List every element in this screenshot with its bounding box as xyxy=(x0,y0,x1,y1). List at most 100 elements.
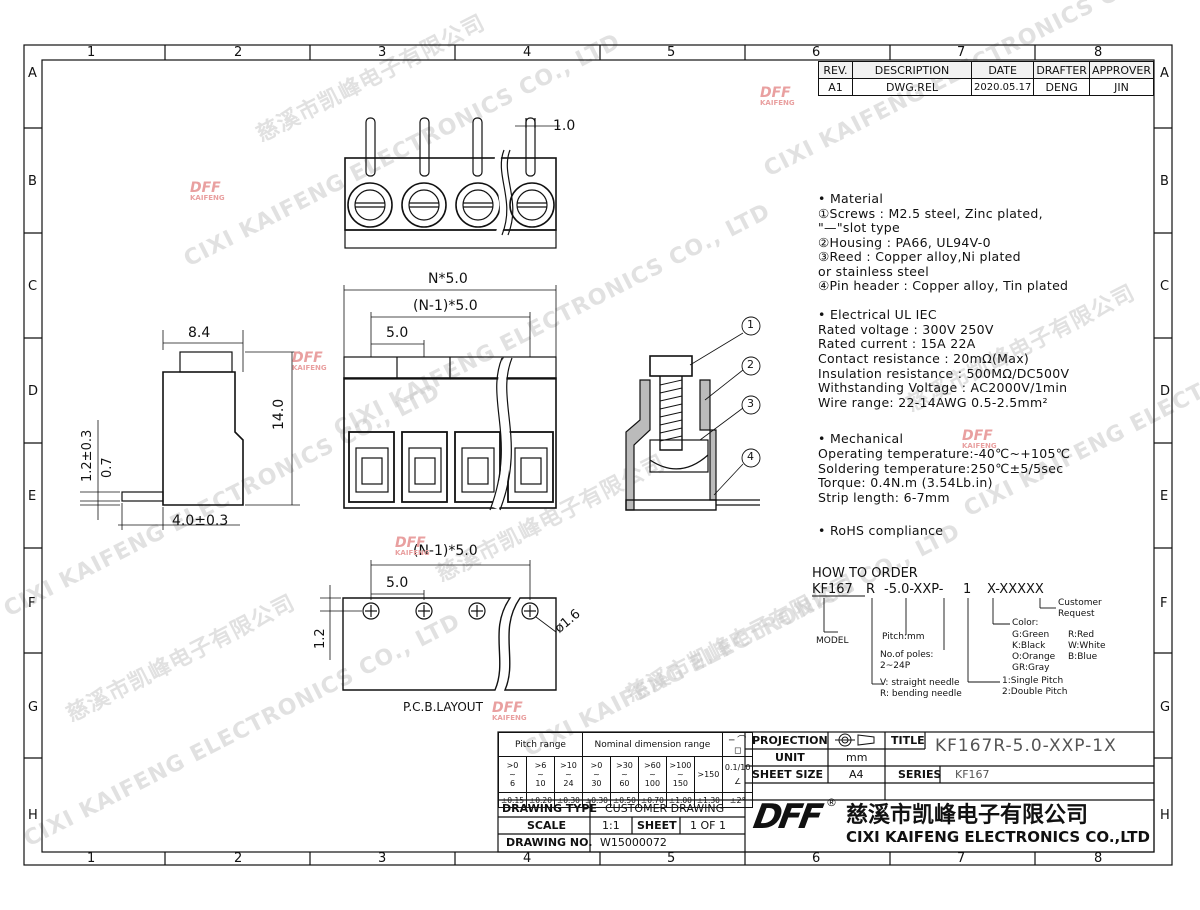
company-name-cn: 慈溪市凯峰电子有限公司 xyxy=(846,803,1089,828)
column-label: 7 xyxy=(957,45,966,60)
front-view xyxy=(343,285,557,511)
spec-line: Rated voltage : 300V 250V xyxy=(818,322,994,337)
revision-header-row: REV. DESCRIPTION DATE DRAFTER APPROVER xyxy=(818,61,1155,79)
order-needle: R: bending needle xyxy=(880,689,962,699)
callout-number: 2 xyxy=(747,358,754,371)
dim-front-pitch: 5.0 xyxy=(386,325,409,341)
column-label: 2 xyxy=(234,851,243,866)
range-lo: 100 xyxy=(644,779,661,788)
column-label: 8 xyxy=(1094,45,1103,60)
watermark-logo-sub: KAIFENG xyxy=(190,194,225,202)
dim-pcb-pitch: 5.0 xyxy=(386,575,409,591)
title-label: TITLE xyxy=(891,734,925,747)
spec-line: Insulation resistance : 500MΩ/DC500V xyxy=(818,366,1070,381)
range-lo: 60 xyxy=(619,779,630,788)
row-label: E xyxy=(1160,489,1169,504)
dim-side-width: 8.4 xyxy=(188,325,211,341)
order-code-part: KF167 xyxy=(812,582,853,597)
watermark-logo-sub: KAIFENG xyxy=(395,549,430,557)
column-label: 1 xyxy=(87,45,96,60)
spec-line: Contact resistance : 20mΩ(Max) xyxy=(818,351,1030,366)
order-customer: Request xyxy=(1058,609,1095,619)
row-label: A xyxy=(28,66,37,81)
order-needle: V: straight needle xyxy=(880,678,960,688)
revision-header: DESCRIPTION xyxy=(851,61,973,79)
tolerance-value: ±0.50 xyxy=(609,792,639,808)
dim-pin-thickness: 0.7 xyxy=(100,457,115,478)
tolerance-table: Pitch range Nominal dimension range ─ ⌒ … xyxy=(498,732,754,808)
spec-line: ③Reed : Copper alloy,Ni plated xyxy=(818,249,1021,264)
drawing-type-label: DRAWING TYPE xyxy=(502,802,597,815)
range-over: >150 xyxy=(693,756,723,793)
column-label: 3 xyxy=(378,851,387,866)
watermark-logo: DFF xyxy=(492,700,523,716)
range-lo: 10 xyxy=(535,779,546,788)
watermark-logo-sub: KAIFENG xyxy=(492,714,527,722)
spec-rohs: • RoHS compliance xyxy=(818,523,944,538)
row-label: A xyxy=(1160,66,1169,81)
range-hi: >100 xyxy=(669,761,692,770)
order-color: W:White xyxy=(1068,641,1106,651)
tolerance-title: Pitch range xyxy=(498,732,583,757)
spec-line: Torque: 0.4N.m (3.54Lb.in) xyxy=(818,475,993,490)
dim-front-inner: (N-1)*5.0 xyxy=(413,298,478,314)
drawing-no-label: DRAWING NO. xyxy=(506,836,593,849)
dim-front-total: N*5.0 xyxy=(428,271,468,287)
drawing-title: KF167R-5.0-XXP-1X xyxy=(935,736,1117,756)
range-hi: >10 xyxy=(560,761,577,770)
revision-row: A1 DWG.REL 2020.05.17 DENG JIN xyxy=(818,78,1155,96)
tolerance-value: ±0.70 xyxy=(637,792,667,808)
column-label: 8 xyxy=(1094,851,1103,866)
column-label: 1 xyxy=(87,851,96,866)
column-label: 2 xyxy=(234,45,243,60)
callout-number: 4 xyxy=(747,450,754,463)
spec-line: Strip length: 6-7mm xyxy=(818,490,950,505)
range-hi: >0 xyxy=(590,761,603,770)
row-label: E xyxy=(28,489,37,504)
watermark-logo: DFF xyxy=(962,428,993,444)
side-view xyxy=(80,330,300,530)
spec-line: Withstanding Voltage : AC2000V/1min xyxy=(818,380,1068,395)
unit-value: mm xyxy=(846,751,868,764)
range-lo: 24 xyxy=(563,779,574,788)
projection-label: PROJECTION xyxy=(752,734,828,747)
order-code-part: X-XXXXX xyxy=(987,582,1044,597)
revision-cell: A1 xyxy=(818,78,853,96)
top-view xyxy=(344,117,560,249)
drawing-type-value: CUSTOMER DRAWING xyxy=(605,802,725,815)
tolerance-title-row: Pitch range Nominal dimension range ─ ⌒ … xyxy=(498,732,754,757)
revision-header: DATE xyxy=(971,61,1035,79)
order-code-part: R xyxy=(866,582,876,597)
column-label: 4 xyxy=(523,45,532,60)
row-label: H xyxy=(28,808,38,823)
tolerance-angle: ±2° xyxy=(721,792,754,808)
row-label: F xyxy=(28,596,36,611)
range-lo: 30 xyxy=(591,779,602,788)
column-ticks xyxy=(24,45,1172,865)
dim-pin-offset: 1.2±0.3 xyxy=(80,429,95,482)
series-label: SERIES xyxy=(898,768,942,781)
scale-value: 1:1 xyxy=(602,819,620,832)
row-label: D xyxy=(28,384,39,399)
tolerance-title: Nominal dimension range xyxy=(581,732,723,757)
registered-mark: ® xyxy=(826,796,837,809)
sheet-value: 1 OF 1 xyxy=(690,819,726,832)
spec-line: ①Screws : M2.5 steel, Zinc plated, xyxy=(818,206,1043,221)
dim-pin-length: 4.0±0.3 xyxy=(172,513,229,529)
callout-number: 1 xyxy=(747,318,754,331)
column-label: 5 xyxy=(667,45,676,60)
order-customer: Customer xyxy=(1058,598,1102,608)
spec-line: • Material xyxy=(818,191,884,206)
company-logo: DFF xyxy=(750,797,824,837)
spec-line: ②Housing : PA66, UL94V-0 xyxy=(818,235,991,250)
order-title: HOW TO ORDER xyxy=(812,566,918,581)
unit-label: UNIT xyxy=(775,751,805,764)
tolerance-value: ±1.30 xyxy=(693,792,723,808)
order-pitch-type: 1:Single Pitch xyxy=(1002,676,1064,686)
order-color-title: Color: xyxy=(1012,618,1039,628)
watermark-logo-sub: KAIFENG xyxy=(962,442,997,450)
revision-cell: DWG.REL xyxy=(851,78,973,96)
tolerance-range-row: >0~6 >6~10 >10~24 >0~30 >30~60 >60~100 >… xyxy=(498,756,754,793)
